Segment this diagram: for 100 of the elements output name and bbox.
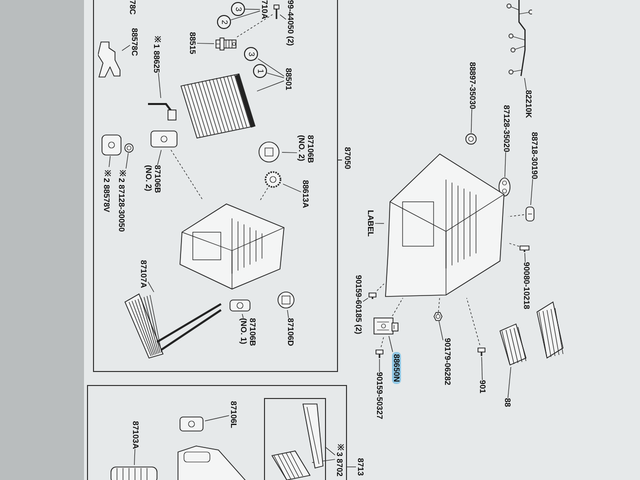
part-number: 88613A	[301, 180, 310, 208]
bracket-drawing	[98, 40, 122, 78]
part-number: 90080-10218	[522, 262, 531, 310]
leader-line	[158, 72, 162, 98]
part-number: 88	[503, 398, 512, 407]
nut-drawing	[433, 312, 443, 321]
evaporator-drawing	[179, 72, 257, 140]
panel-frame	[264, 398, 326, 480]
leader-line	[324, 446, 336, 456]
assembly-line	[170, 150, 204, 200]
part-number: 87107A	[139, 260, 148, 288]
part-number: 88515	[188, 32, 197, 54]
part-number: 87106B (NO. 1)	[239, 318, 257, 354]
part-number: 87106L	[229, 401, 238, 428]
part-number: 87128-35020	[502, 105, 511, 152]
leader-line	[157, 150, 162, 166]
screw-drawing	[375, 347, 384, 359]
part-number: 90179-06282	[443, 338, 452, 386]
part-number: 90159-60185 (2)	[354, 275, 363, 334]
leader-line	[530, 178, 533, 206]
filter-drawing	[270, 449, 312, 480]
part-number: 88501	[284, 68, 293, 90]
leader-line	[204, 415, 230, 422]
block-drawing	[101, 134, 122, 156]
screw-drawing	[477, 345, 486, 357]
leader-line	[481, 356, 483, 380]
assembly-line	[380, 336, 384, 348]
leader-line	[346, 466, 356, 468]
filter-drawing	[535, 300, 565, 360]
assembly-line	[260, 188, 268, 200]
part-number: 710A	[260, 0, 269, 20]
assembly-line	[392, 298, 404, 316]
part-number: 87050	[343, 147, 352, 170]
assembly-line	[438, 298, 440, 312]
module-drawing	[373, 316, 400, 336]
part-number: 82210K	[524, 90, 533, 118]
part-number: 87106D	[286, 318, 295, 346]
grommet-drawing	[465, 133, 477, 145]
part-number: 901	[478, 380, 487, 394]
screw-drawing	[368, 290, 377, 300]
part-number: 99-44050 (2)	[286, 0, 295, 46]
clip-drawing	[524, 205, 536, 223]
part-number: 88578C	[130, 28, 139, 56]
leader-line	[280, 14, 286, 20]
assembly-line	[508, 214, 524, 217]
blower-drawing	[109, 465, 159, 480]
bolt-drawing	[273, 4, 280, 20]
leader-line	[242, 314, 244, 318]
screw-drawing	[519, 243, 530, 253]
leader-line	[362, 298, 368, 302]
leader-line	[122, 44, 130, 51]
leader-line	[244, 8, 260, 10]
leader-line	[148, 282, 154, 292]
part-number: ※3 8702	[335, 441, 344, 476]
leader-line	[379, 358, 380, 372]
leader-line	[266, 72, 284, 78]
leader-line	[438, 320, 444, 341]
gear-drawing	[263, 171, 283, 188]
part-number: 88897-35030	[468, 62, 477, 110]
actuator-drawing	[178, 414, 205, 434]
leader-line	[388, 336, 393, 352]
leader-line	[524, 78, 527, 90]
leader-line	[282, 184, 302, 192]
motor-drawing	[256, 140, 282, 164]
assembly-line	[236, 14, 274, 38]
leader-line	[230, 10, 260, 20]
leader-line	[504, 152, 506, 178]
leader-line	[282, 152, 298, 154]
part-number: 87106B (NO. 2)	[144, 165, 162, 201]
part-number: ※2 88578V	[102, 167, 111, 212]
part-number: ※1 88625	[152, 33, 161, 73]
part-number: 90159-50327	[375, 372, 384, 420]
actuator-drawing	[149, 128, 179, 150]
part-number: 87103A	[131, 421, 140, 450]
leader-line	[126, 152, 129, 169]
valve-drawing	[214, 37, 238, 51]
leader-line	[258, 58, 284, 76]
actuator-drawing	[228, 297, 252, 314]
leader-line	[470, 108, 472, 134]
panel-frame	[87, 385, 347, 480]
leader-line	[524, 252, 526, 262]
wire-harness-drawing	[505, 0, 532, 78]
part-number: 88650N	[392, 352, 401, 384]
leader-line	[134, 448, 136, 466]
heater-core-drawing	[123, 292, 224, 360]
panel-frame	[93, 0, 338, 372]
part-number: ※2 87128-30050	[117, 167, 126, 232]
assembly-line	[376, 284, 384, 291]
part-number: 78C	[128, 0, 137, 15]
part-number: 87106B (NO. 2)	[297, 135, 315, 171]
filter-drawing	[498, 322, 528, 367]
grommet-drawing	[124, 143, 134, 153]
leader-line	[508, 366, 512, 398]
leader-line	[196, 42, 214, 44]
leader-line	[108, 156, 111, 168]
part-number: 88718-30190	[530, 132, 539, 180]
assembly-line	[466, 298, 480, 346]
assembly-line	[508, 242, 520, 247]
part-number: LABEL	[366, 210, 375, 237]
leader-line	[287, 310, 289, 318]
